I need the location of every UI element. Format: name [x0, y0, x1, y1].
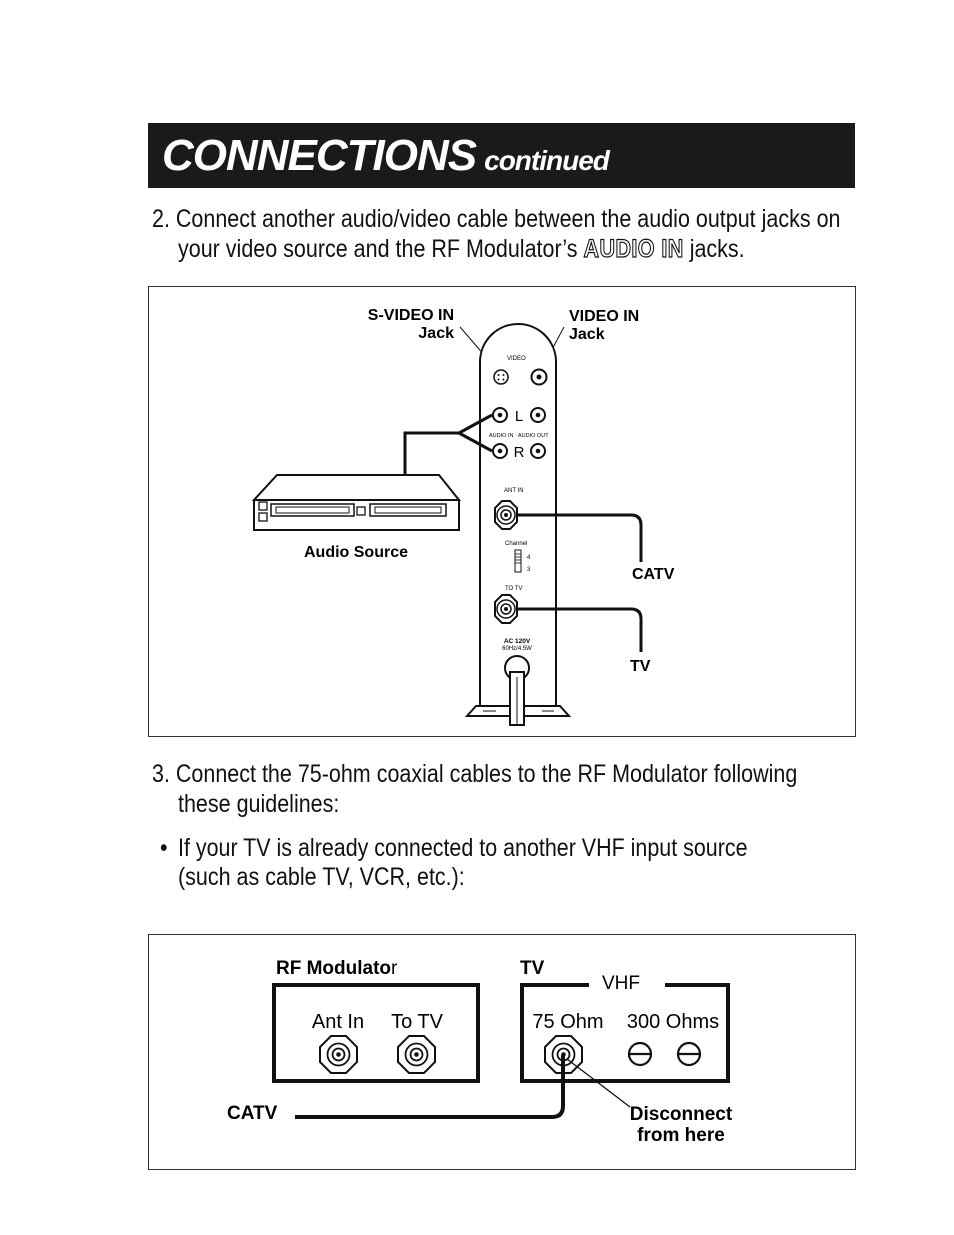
power-cord-icon [504, 655, 530, 726]
ant-in-coax-icon [494, 500, 518, 530]
audio-out-r-jack-icon [530, 443, 546, 459]
rf-modulator-heading: RF Modulator [276, 958, 398, 979]
75-ohm-label: 75 Ohm [532, 1011, 603, 1033]
svideo-jack-icon [493, 369, 509, 385]
audio-in-r-jack-icon [492, 443, 508, 459]
to-tv-small-label: TO TV [505, 586, 522, 592]
audio-out-l-jack-icon [530, 407, 546, 423]
audio-in-l-jack-icon [492, 407, 508, 423]
vhf-label: VHF [602, 973, 640, 994]
tv-cable [517, 607, 643, 652]
300-ohms-label: 300 Ohms [627, 1011, 719, 1033]
svideo-in-label: S-VIDEO IN [368, 307, 454, 324]
audio-in-emphasis: AUDIO IN [583, 234, 684, 263]
channel-3-label: 3 [527, 567, 531, 573]
catv-cable [295, 1055, 565, 1119]
video-in-label-jack: Jack [569, 326, 605, 343]
300-ohm-terminal-icon [676, 1041, 702, 1067]
channel-small-label: Channel [505, 541, 527, 547]
to-tv-coax-icon [397, 1035, 436, 1074]
channel-switch-icon [514, 549, 522, 573]
ant-in-small-label: ANT IN [504, 488, 524, 494]
audio-cable [403, 413, 493, 475]
ant-in-label: Ant In [312, 1011, 364, 1033]
to-tv-label: To TV [391, 1011, 444, 1033]
figure-vhf-connection-drawing: RF Modulator TV Ant In To TV VHF 75 Ohm … [227, 958, 733, 1146]
catv-cable [517, 513, 643, 562]
figure-vhf-connection: RF Modulator TV Ant In To TV VHF 75 Ohm … [148, 934, 856, 1170]
section-subtitle: continued [484, 145, 610, 176]
figure-audio-connection-drawing: S-VIDEO IN Jack VIDEO IN Jack VIDEO L R … [251, 307, 675, 726]
video-small-label: VIDEO [507, 356, 526, 362]
catv-label: CATV [632, 566, 675, 583]
tv-label: TV [630, 658, 651, 675]
bullet-marker: • [160, 834, 168, 862]
ac-frequency-label: 60Hz/4.5W [502, 646, 532, 652]
disconnect-label-from-here: from here [637, 1125, 725, 1146]
ac-rating-label: AC 120V [504, 638, 531, 645]
disconnect-label: Disconnect [630, 1104, 733, 1125]
video-jack-icon [530, 368, 548, 386]
left-channel-label: L [515, 408, 523, 425]
catv-label: CATV [227, 1103, 278, 1124]
step-2-line-1: 2. Connect another audio/video cable bet… [152, 205, 841, 233]
bullet-line-2: (such as cable TV, VCR, etc.): [178, 863, 465, 891]
bullet-line-1: If your TV is already connected to anoth… [178, 834, 748, 862]
tv-box [520, 983, 730, 1083]
figure-audio-connection: S-VIDEO IN Jack VIDEO IN Jack VIDEO L R … [148, 286, 856, 737]
step-3-line-2: these guidelines: [178, 790, 340, 818]
audio-in-small-label: AUDIO IN [489, 433, 513, 439]
tv-heading: TV [520, 958, 545, 979]
right-channel-label: R [514, 444, 525, 461]
svideo-in-label-jack: Jack [418, 325, 454, 342]
to-tv-coax-icon [494, 594, 518, 624]
300-ohm-terminal-icon [627, 1041, 653, 1067]
step-2-line-2: your video source and the RF Modulator’s… [178, 234, 745, 263]
audio-source-device-icon [251, 474, 462, 531]
disconnect-pointer-line [566, 1058, 631, 1108]
video-in-label: VIDEO IN [569, 308, 639, 325]
audio-out-small-label: AUDIO OUT [518, 433, 549, 439]
audio-source-label: Audio Source [304, 544, 408, 561]
rf-modulator-box [272, 983, 480, 1083]
channel-4-label: 4 [527, 555, 531, 561]
ant-in-coax-icon [319, 1035, 358, 1074]
step-3-line-1: 3. Connect the 75-ohm coaxial cables to … [152, 760, 798, 788]
